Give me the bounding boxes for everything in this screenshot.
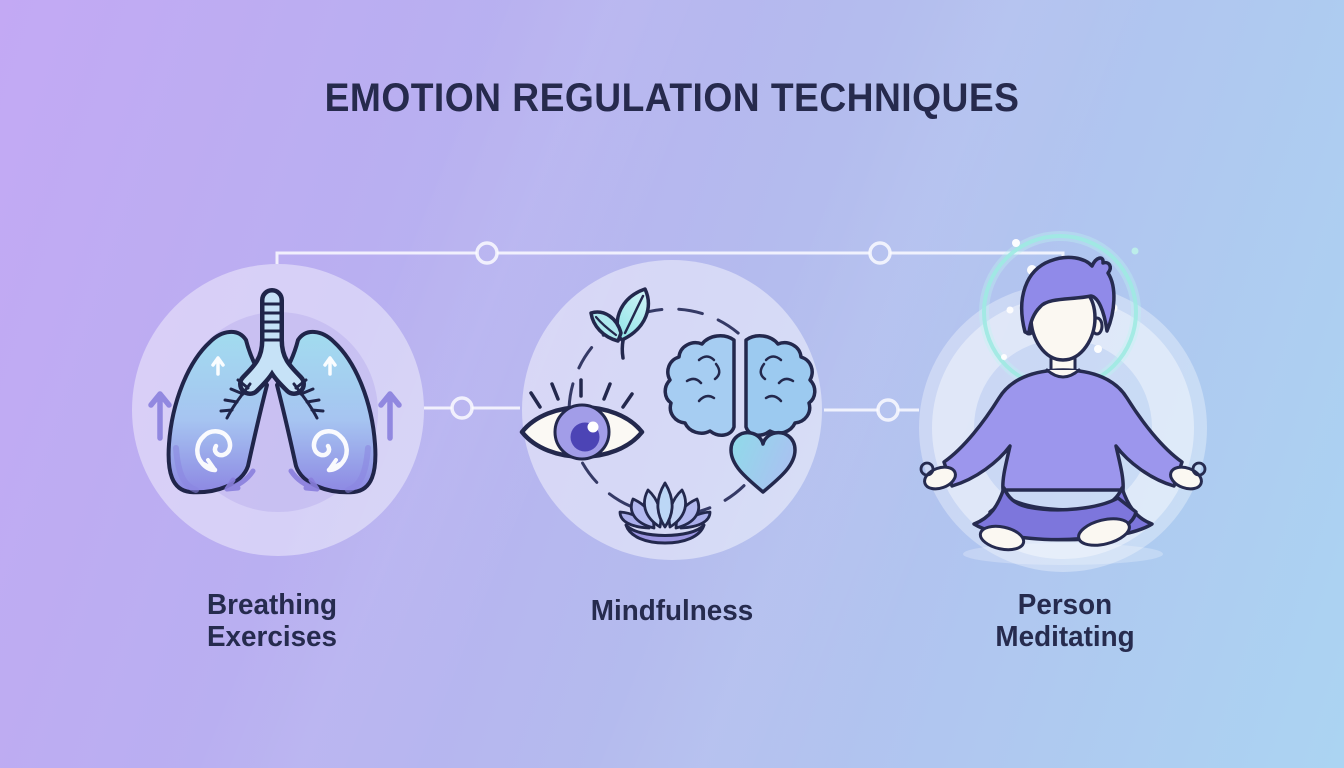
label-line: Mindfulness [590, 595, 754, 627]
lung-right-lobe [275, 330, 378, 495]
connector-node [868, 241, 892, 265]
brain-icon [663, 334, 817, 437]
mudra-hand [919, 461, 1207, 491]
exhale-arrow [224, 468, 320, 492]
connector-node [475, 241, 499, 265]
up-arrow [148, 391, 402, 441]
mindfulness-cycle-icon [519, 287, 817, 545]
person-shirt [942, 368, 1184, 492]
page-title: EMOTION REGULATION TECHNIQUES [324, 76, 1020, 120]
leaf-sprout-icon [589, 287, 650, 360]
label-line: Meditating [995, 620, 1135, 653]
right-mid-connector-line [824, 398, 919, 422]
person-meditating-icon [919, 231, 1207, 565]
label-person-meditating: Person Meditating [902, 589, 1228, 654]
lotus-icon [618, 481, 712, 545]
eye-icon [519, 378, 645, 461]
person-collar [1045, 368, 1081, 379]
label-line: Person [1017, 589, 1113, 621]
heart-icon [729, 430, 797, 494]
label-breathing-exercises: Breathing Exercises [109, 589, 435, 654]
label-line: Breathing [207, 589, 337, 621]
person-feet [978, 517, 1131, 552]
person-hair [1020, 255, 1116, 335]
connector-node [876, 398, 900, 422]
swirl-arrow [195, 356, 349, 473]
top-connector-line [275, 241, 1065, 284]
trachea [238, 288, 306, 396]
connector-node [450, 396, 474, 420]
left-mid-connector-line [424, 396, 520, 420]
bronchial-tree [219, 378, 325, 420]
lungs-icon [148, 288, 402, 495]
label-line: Exercises [206, 620, 338, 653]
lung-left-lobe [166, 330, 269, 495]
label-mindfulness: Mindfulness [509, 595, 835, 628]
